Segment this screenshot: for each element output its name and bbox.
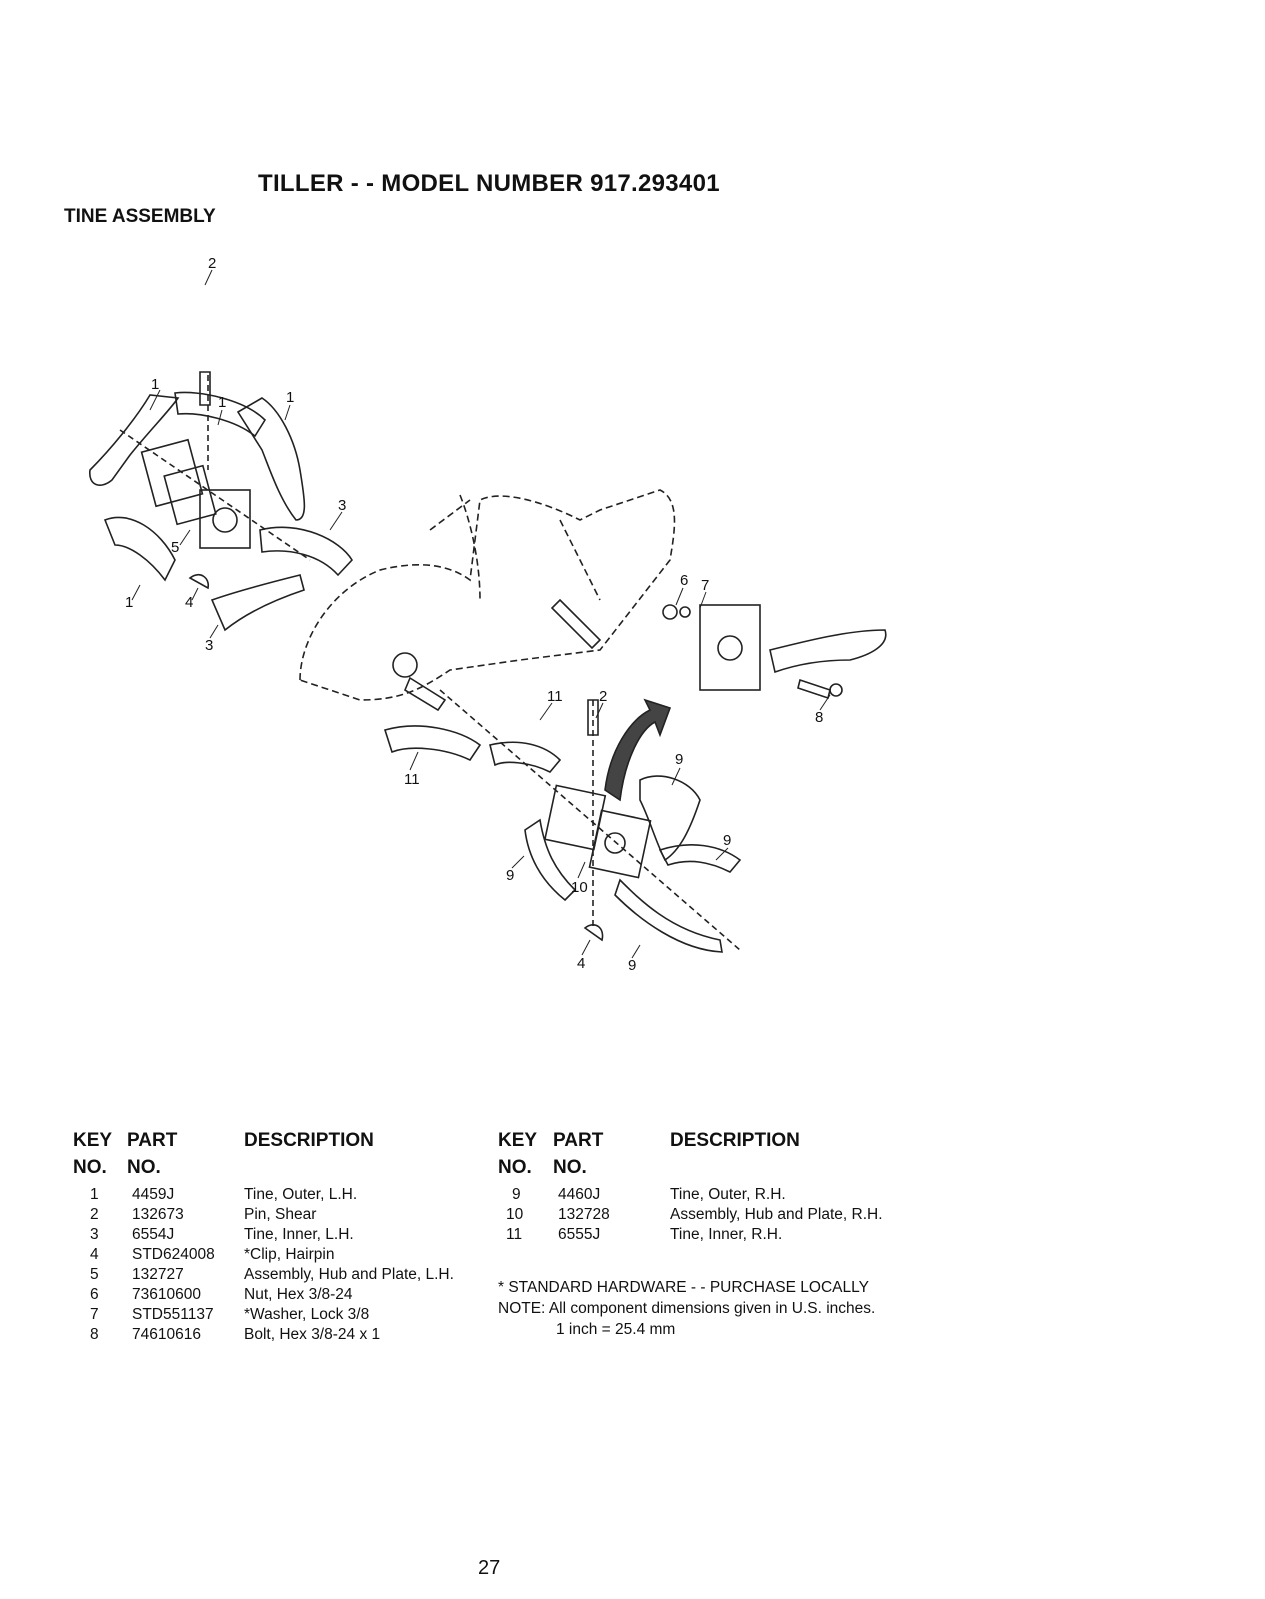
callout-label: 1 [151,376,159,393]
callout-label: 9 [723,832,731,849]
part-header: PART [553,1130,604,1151]
callout-label: 2 [599,688,607,705]
key-no: 5 [90,1266,99,1283]
callout-label: 5 [171,539,179,556]
callout-label: 3 [205,637,213,654]
part-description: *Clip, Hairpin [244,1246,335,1263]
table-row: 11 6555J Tine, Inner, R.H. [506,1225,906,1245]
key-no: 1 [90,1186,99,1203]
table-row: 1 4459J Tine, Outer, L.H. [90,1185,480,1205]
part-description: Assembly, Hub and Plate, L.H. [244,1266,454,1283]
key-header: KEY [73,1130,113,1151]
part-no: 6555J [558,1226,601,1243]
callout-label: 1 [125,594,133,611]
conversion-note: 1 inch = 25.4 mm [556,1321,676,1338]
table-row: 8 74610616 Bolt, Hex 3/8-24 x 1 [90,1325,480,1345]
part-no: 4460J [558,1186,601,1203]
standard-hardware-note: * STANDARD HARDWARE - - PURCHASE LOCALLY [498,1279,869,1296]
table-row: 5 132727 Assembly, Hub and Plate, L.H. [90,1265,480,1285]
part-description: Tine, Outer, R.H. [670,1186,786,1203]
part-description: Tine, Inner, R.H. [670,1226,783,1243]
callout-label: 9 [506,867,514,884]
description-header: DESCRIPTION [244,1130,374,1151]
table-row: 4 STD624008 *Clip, Hairpin [90,1245,480,1265]
part-no: 4459J [132,1186,175,1203]
table-row: 7 STD551137 *Washer, Lock 3/8 [90,1305,480,1325]
key-no: 7 [90,1306,99,1323]
key-no: 9 [512,1186,521,1203]
right-hub-plate [662,604,887,700]
part-no: 132727 [132,1266,184,1283]
table-row: 10 132728 Assembly, Hub and Plate, R.H. [506,1205,906,1225]
key-header: NO. [73,1157,107,1178]
key-no: 2 [90,1206,99,1223]
callout-label: 4 [577,955,585,972]
page-title: TILLER - - MODEL NUMBER 917.293401 [258,170,720,197]
part-description: Bolt, Hex 3/8-24 x 1 [244,1326,381,1343]
tine-assembly-diagram: 1 2 1 1 3 5 1 4 3 6 7 8 11 2 11 9 9 9 10… [89,255,887,974]
callout-label: 11 [404,771,420,788]
callout-label: 6 [680,572,688,589]
part-no: 6554J [132,1226,175,1243]
table-row: 2 132673 Pin, Shear [90,1205,480,1225]
part-no: STD551137 [132,1306,214,1323]
key-no: 6 [90,1286,99,1303]
dimensions-note: NOTE: All component dimensions given in … [498,1300,876,1317]
callout-label: 3 [338,497,346,514]
part-header: NO. [127,1157,161,1178]
callout-label: 10 [571,879,588,896]
table-row: 9 4460J Tine, Outer, R.H. [506,1185,906,1205]
left-tine-group [89,371,353,632]
part-no: 73610600 [132,1286,201,1303]
part-header: PART [127,1130,178,1151]
callout-label: 9 [628,957,636,974]
key-no: 8 [90,1326,99,1343]
page-number: 27 [478,1557,501,1579]
part-no: 132728 [558,1206,610,1223]
callout-label: 9 [675,751,683,768]
rotation-arrow [604,698,672,802]
part-header: NO. [553,1157,587,1178]
description-header: DESCRIPTION [670,1130,800,1151]
part-description: Tine, Inner, L.H. [244,1226,354,1243]
table-row: 3 6554J Tine, Inner, L.H. [90,1225,480,1245]
part-no: 74610616 [132,1326,201,1343]
callout-label: 8 [815,709,823,726]
key-header: NO. [498,1157,532,1178]
callout-label: 7 [701,577,709,594]
key-no: 3 [90,1226,99,1243]
key-header: KEY [498,1130,538,1151]
part-no: 132673 [132,1206,184,1223]
callout-label: 1 [286,389,294,406]
part-description: Assembly, Hub and Plate, R.H. [670,1206,883,1223]
part-description: *Washer, Lock 3/8 [244,1306,370,1323]
part-no: STD624008 [132,1246,215,1263]
gearbox-housing [299,489,676,701]
callout-label: 1 [218,394,226,411]
key-no: 11 [506,1226,523,1243]
callout-label: 2 [208,255,216,272]
part-description: Pin, Shear [244,1206,317,1223]
callout-label: 4 [185,594,193,611]
gearbox-shafts [392,598,602,712]
part-description: Nut, Hex 3/8-24 [244,1286,353,1303]
section-title: TINE ASSEMBLY [64,206,216,227]
table-row: 6 73610600 Nut, Hex 3/8-24 [90,1285,480,1305]
right-tine-group [383,689,742,953]
callout-label: 11 [547,688,563,705]
part-description: Tine, Outer, L.H. [244,1186,358,1203]
key-no: 4 [90,1246,99,1263]
key-no: 10 [506,1206,524,1223]
